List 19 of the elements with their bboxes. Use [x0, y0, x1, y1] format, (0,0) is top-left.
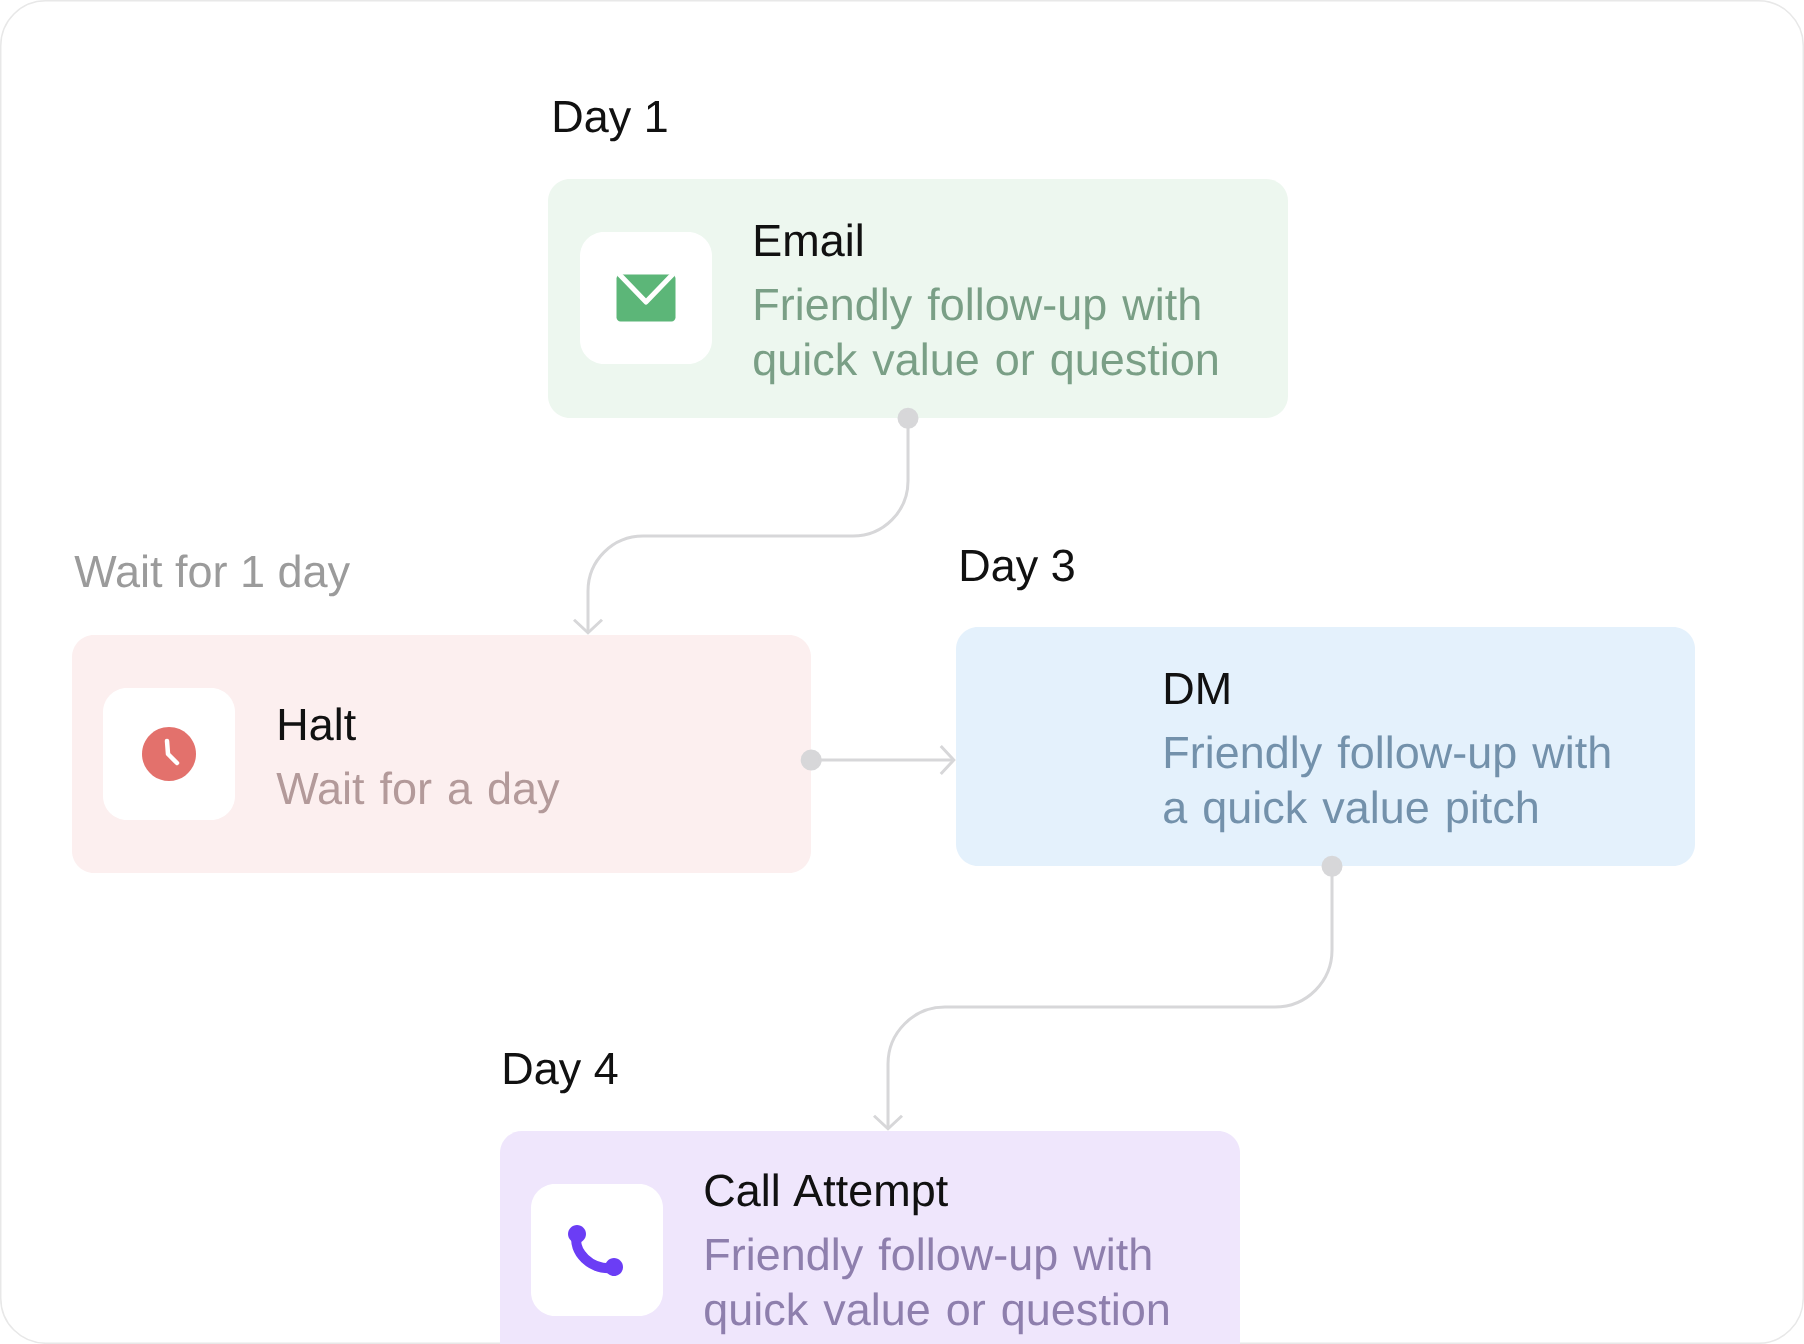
step-box	[956, 627, 1695, 866]
step-title: Call Attempt	[705, 1173, 948, 1216]
step-box	[72, 635, 811, 873]
day-label: Day 1	[554, 101, 667, 142]
arrow	[873, 855, 1343, 1131]
step-title: DM	[1165, 673, 1229, 704]
day-label: Day 3	[961, 549, 1074, 591]
step-description: Friendly follow-up with quick value or question	[705, 1237, 1168, 1335]
step-box	[548, 179, 1288, 418]
step-description: Friendly follow-up with quick value or question	[754, 287, 1217, 385]
day-label: Day 4	[504, 1053, 618, 1094]
step-box	[500, 1131, 1240, 1344]
step-description: Friendly follow-up with a quick value pitch	[1164, 735, 1610, 833]
arrow	[573, 407, 919, 635]
step-title: Email	[755, 223, 862, 257]
step-title: Halt	[279, 707, 356, 741]
duration-label: Wait for 1 day	[74, 554, 350, 597]
step-description: Wait for a day	[276, 771, 560, 814]
arrow	[800, 745, 956, 776]
